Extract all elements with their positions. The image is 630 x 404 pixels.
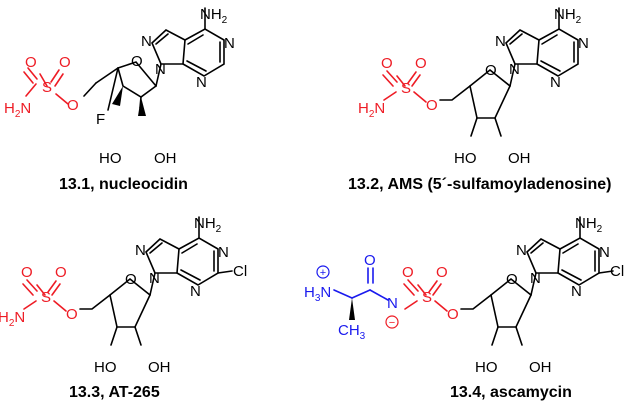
caption-13-4: 13.4, ascamycin (450, 384, 572, 401)
atom-ho-2: HO (454, 150, 477, 167)
atom-cl-4: Cl (610, 263, 624, 280)
atom-h2n-3: H2N (0, 309, 25, 329)
atom-o5-1: O (67, 97, 79, 114)
atom-n3-4: N (571, 283, 582, 300)
compound-13-2 (382, 7, 579, 137)
atom-n3-3: N (190, 283, 201, 300)
atom-n7-1: N (141, 33, 152, 50)
atom-nh2-1: NH2 (200, 6, 228, 26)
plus-charge-icon: + (316, 265, 330, 279)
minus-charge-icon: − (385, 315, 399, 329)
atom-cl-3: Cl (233, 263, 247, 280)
atom-o-amide-4: O (364, 252, 376, 269)
atom-n7-4: N (516, 242, 527, 259)
caption-13-3: 13.3, AT-265 (69, 384, 160, 401)
atom-ho-3: HO (94, 359, 117, 376)
atom-s-4: S (422, 289, 432, 306)
atom-oh-2: OH (508, 150, 531, 167)
compound-13-1 (23, 7, 225, 116)
atom-n3-2: N (550, 74, 561, 91)
atom-o5-4: O (447, 306, 459, 323)
atom-n9-2: N (509, 61, 520, 78)
atom-n9-4: N (530, 270, 541, 287)
atom-o4-3: O (125, 271, 137, 288)
atom-n9-3: N (149, 270, 160, 287)
svg-text:−: − (389, 317, 395, 329)
atom-n3-1: N (196, 74, 207, 91)
atom-oh-4: OH (529, 359, 552, 376)
atom-n1-2: N (578, 35, 589, 52)
atom-n9-1: N (155, 61, 166, 78)
atom-ch3-4: CH3 (338, 322, 366, 342)
atom-o-b-3: O (55, 264, 67, 281)
atom-nh2-2: NH2 (554, 6, 582, 26)
atom-nh2-3: NH2 (194, 215, 222, 235)
caption-13-2: 13.2, AMS (5´-sulfamoyladenosine) (348, 176, 611, 193)
atom-n1-4: N (599, 244, 610, 261)
atom-ho-1: HO (99, 150, 122, 167)
atom-n-sulfonyl-4: N (387, 295, 398, 312)
atom-h2n-1: H2N (4, 100, 31, 120)
atom-h3n-4: H3N (304, 284, 331, 304)
atom-o-a-4: O (402, 264, 414, 281)
atom-o-b-4: O (436, 264, 448, 281)
atom-o4-4: O (506, 271, 518, 288)
atom-n1-3: N (218, 244, 229, 261)
compound-13-4 (333, 216, 614, 346)
atom-o5-3: O (66, 306, 78, 323)
atom-s-1: S (42, 79, 52, 96)
atom-oh-1: OH (154, 150, 177, 167)
atom-h2n-2: H2N (358, 100, 385, 120)
atom-o5-2: O (426, 97, 438, 114)
atom-ho-4: HO (475, 359, 498, 376)
atom-f-1: F (96, 111, 105, 128)
atom-oh-3: OH (148, 359, 171, 376)
atom-o4-2: O (485, 62, 497, 79)
atom-n1-1: N (224, 35, 235, 52)
atom-n7-3: N (135, 242, 146, 259)
atom-s-2: S (401, 80, 411, 97)
svg-text:+: + (320, 267, 326, 279)
compound-13-3 (22, 216, 233, 346)
caption-13-1: 13.1, nucleocidin (59, 176, 188, 193)
atom-o-a-3: O (21, 264, 33, 281)
atom-o-a-1: O (25, 54, 37, 71)
atom-o-a-2: O (381, 55, 393, 72)
atom-s-3: S (41, 289, 51, 306)
atom-nh2-4: NH2 (575, 215, 603, 235)
atom-n7-2: N (495, 33, 506, 50)
atom-o-b-2: O (415, 55, 427, 72)
atom-o4-1: O (131, 53, 143, 70)
atom-o-b-1: O (59, 54, 71, 71)
